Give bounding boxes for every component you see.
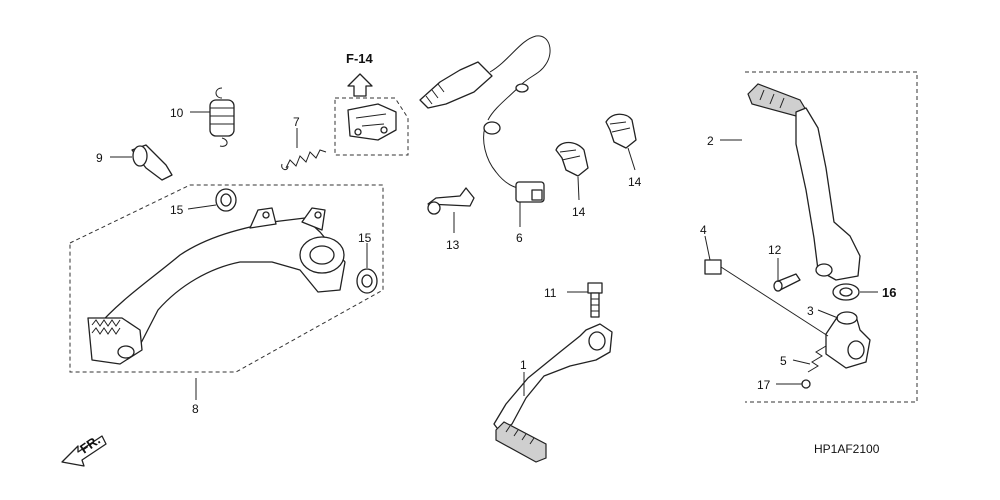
wire-clip-part <box>605 113 637 149</box>
brake-pedal-part <box>87 207 346 365</box>
pivot-bolt-part <box>131 144 173 181</box>
front-arrow-icon <box>61 435 107 467</box>
callout-16: 16 <box>882 285 896 300</box>
callout-15: 15 <box>170 203 184 217</box>
ball-spring-part <box>807 345 827 373</box>
return-spring-part <box>209 87 235 147</box>
callout-7: 7 <box>293 115 300 129</box>
reference-part <box>347 103 397 141</box>
kick-boss-part <box>825 311 871 369</box>
callout-1: 1 <box>520 358 527 372</box>
callout-3: 3 <box>807 304 814 318</box>
callout-10: 10 <box>170 106 184 120</box>
up-arrow-icon <box>347 73 373 97</box>
kick-starter-arm-part <box>747 83 861 281</box>
callout-14: 14 <box>572 205 586 219</box>
callout-11: 11 <box>544 286 557 300</box>
oil-seal-part <box>356 268 378 294</box>
switch-spring-part <box>281 149 327 171</box>
brake-pedal-frame <box>69 184 384 373</box>
bolt-part <box>704 259 829 337</box>
leader-lines <box>110 111 878 400</box>
callout-8: 8 <box>192 402 199 416</box>
pinch-bolt-part <box>587 282 603 318</box>
cable-clamp-part <box>427 187 475 215</box>
kick-lever-frame <box>745 71 918 403</box>
callout-6: 6 <box>516 231 523 245</box>
callout-9: 9 <box>96 151 103 165</box>
wire-clip-part <box>555 141 589 177</box>
washer-part <box>832 283 860 301</box>
stop-switch-part <box>419 35 551 203</box>
reference-frame <box>334 97 409 156</box>
oil-seal-part <box>215 188 237 212</box>
reference-label: F-14 <box>346 51 374 66</box>
callout-5: 5 <box>780 354 787 368</box>
steel-ball-part <box>801 379 811 389</box>
callout-2: 2 <box>707 134 714 148</box>
screw-part <box>773 273 801 292</box>
callout-14: 14 <box>628 175 642 189</box>
callout-15: 15 <box>358 231 372 245</box>
callout-12: 12 <box>768 243 782 257</box>
shift-pedal-part <box>493 323 613 463</box>
diagram-code: HP1AF2100 <box>814 442 880 456</box>
callout-4: 4 <box>700 223 707 237</box>
callout-17: 17 <box>757 378 771 392</box>
callout-13: 13 <box>446 238 460 252</box>
